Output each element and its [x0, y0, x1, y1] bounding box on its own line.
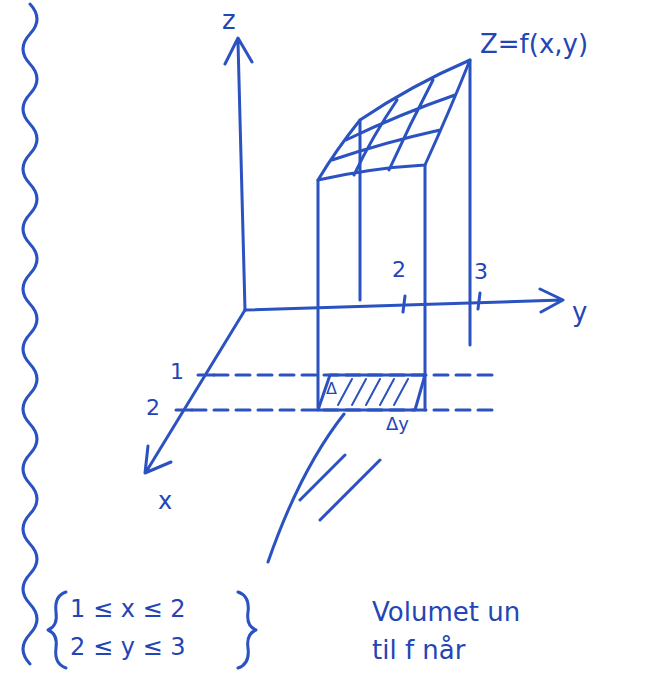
axis-label: y — [572, 298, 587, 327]
x-axis — [145, 310, 245, 473]
wavy-margin — [23, 4, 37, 664]
axis-label: x — [158, 488, 172, 514]
note-text: til f når — [372, 636, 465, 665]
tick-label: 2 — [146, 396, 160, 420]
axis-label: z — [222, 6, 236, 35]
function-label: Z=f(x,y) — [480, 30, 588, 59]
tick-label: 1 — [170, 360, 184, 384]
delta-label: Δ — [326, 380, 337, 398]
region — [318, 375, 425, 410]
axis-ticks — [176, 293, 480, 410]
z-axis — [225, 38, 252, 310]
dashed-guides — [192, 375, 500, 410]
note-text: Volumet un — [372, 598, 520, 627]
leader-lines — [268, 414, 380, 562]
vertical-edges — [318, 60, 470, 410]
right-brace — [238, 592, 256, 668]
constraint: 2 ≤ y ≤ 3 — [70, 634, 185, 660]
hatching — [338, 379, 408, 405]
surface-grid — [318, 60, 470, 180]
tick-label: 3 — [474, 260, 488, 284]
constraint: 1 ≤ x ≤ 2 — [70, 596, 185, 622]
left-brace — [48, 592, 66, 668]
delta-label: Δy — [386, 414, 409, 434]
tick-label: 2 — [392, 258, 406, 282]
